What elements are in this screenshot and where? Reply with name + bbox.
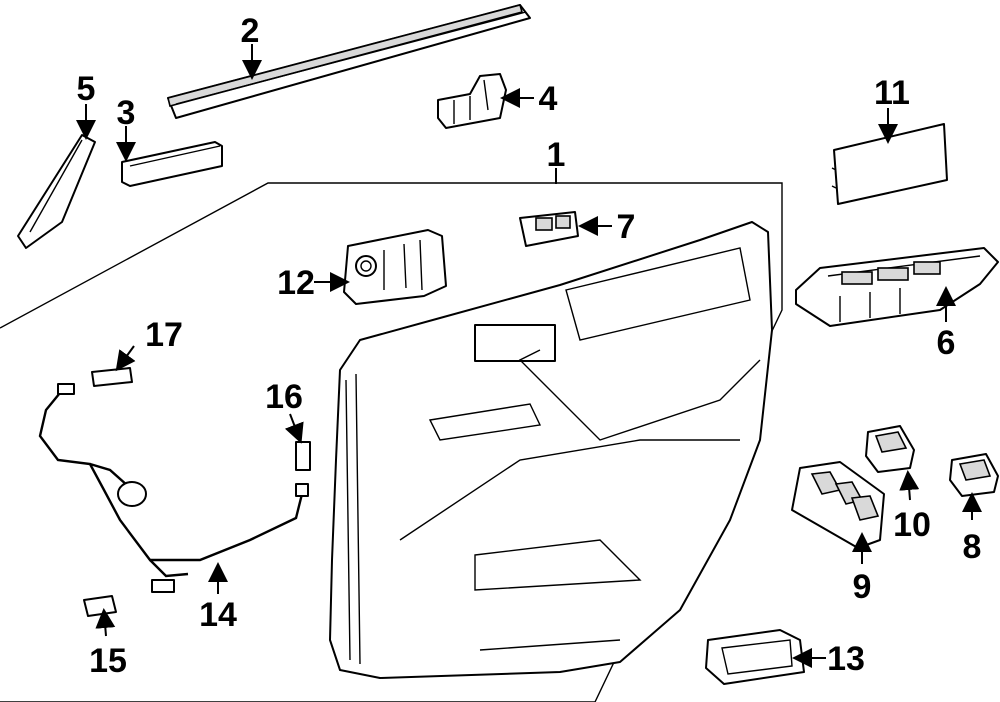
part-6-switch-base xyxy=(795,247,999,327)
callout-8: 8 xyxy=(963,528,982,566)
callout-15: 15 xyxy=(89,642,127,680)
part-13-handle-bezel xyxy=(705,629,805,685)
callout-2: 2 xyxy=(241,12,260,50)
part-8-switch xyxy=(949,453,999,497)
part-16-clip xyxy=(295,441,311,471)
leader-lines xyxy=(76,44,982,668)
callout-9: 9 xyxy=(853,568,872,606)
callout-11: 11 xyxy=(874,74,910,112)
callout-14: 14 xyxy=(199,596,237,634)
callout-4: 4 xyxy=(539,80,558,118)
part-10-switch xyxy=(865,425,915,473)
part-4-bracket xyxy=(437,73,507,129)
part-1-door-trim-panel xyxy=(329,221,773,679)
callout-10: 10 xyxy=(893,506,931,544)
part-2-belt-moulding xyxy=(167,4,531,119)
callout-12: 12 xyxy=(277,264,315,302)
part-11-cover xyxy=(831,123,948,205)
part-17-connector xyxy=(91,367,133,387)
callout-13: 13 xyxy=(827,640,865,678)
part-14-wire-harness xyxy=(38,383,309,593)
callout-1: 1 xyxy=(547,136,566,174)
callout-3: 3 xyxy=(117,94,136,132)
part-5-garnish xyxy=(17,134,96,249)
door-panel-assembly-outline xyxy=(0,182,783,702)
part-3-pad xyxy=(121,141,223,187)
part-7-switch xyxy=(519,211,579,247)
callout-16: 16 xyxy=(265,378,303,416)
part-12-inside-handle xyxy=(343,229,447,305)
part-9-master-switch xyxy=(791,461,885,549)
callout-7: 7 xyxy=(617,208,636,246)
callout-5: 5 xyxy=(77,70,96,108)
callout-17: 17 xyxy=(145,316,183,354)
callout-6: 6 xyxy=(937,324,956,362)
part-15-clip xyxy=(83,595,117,617)
